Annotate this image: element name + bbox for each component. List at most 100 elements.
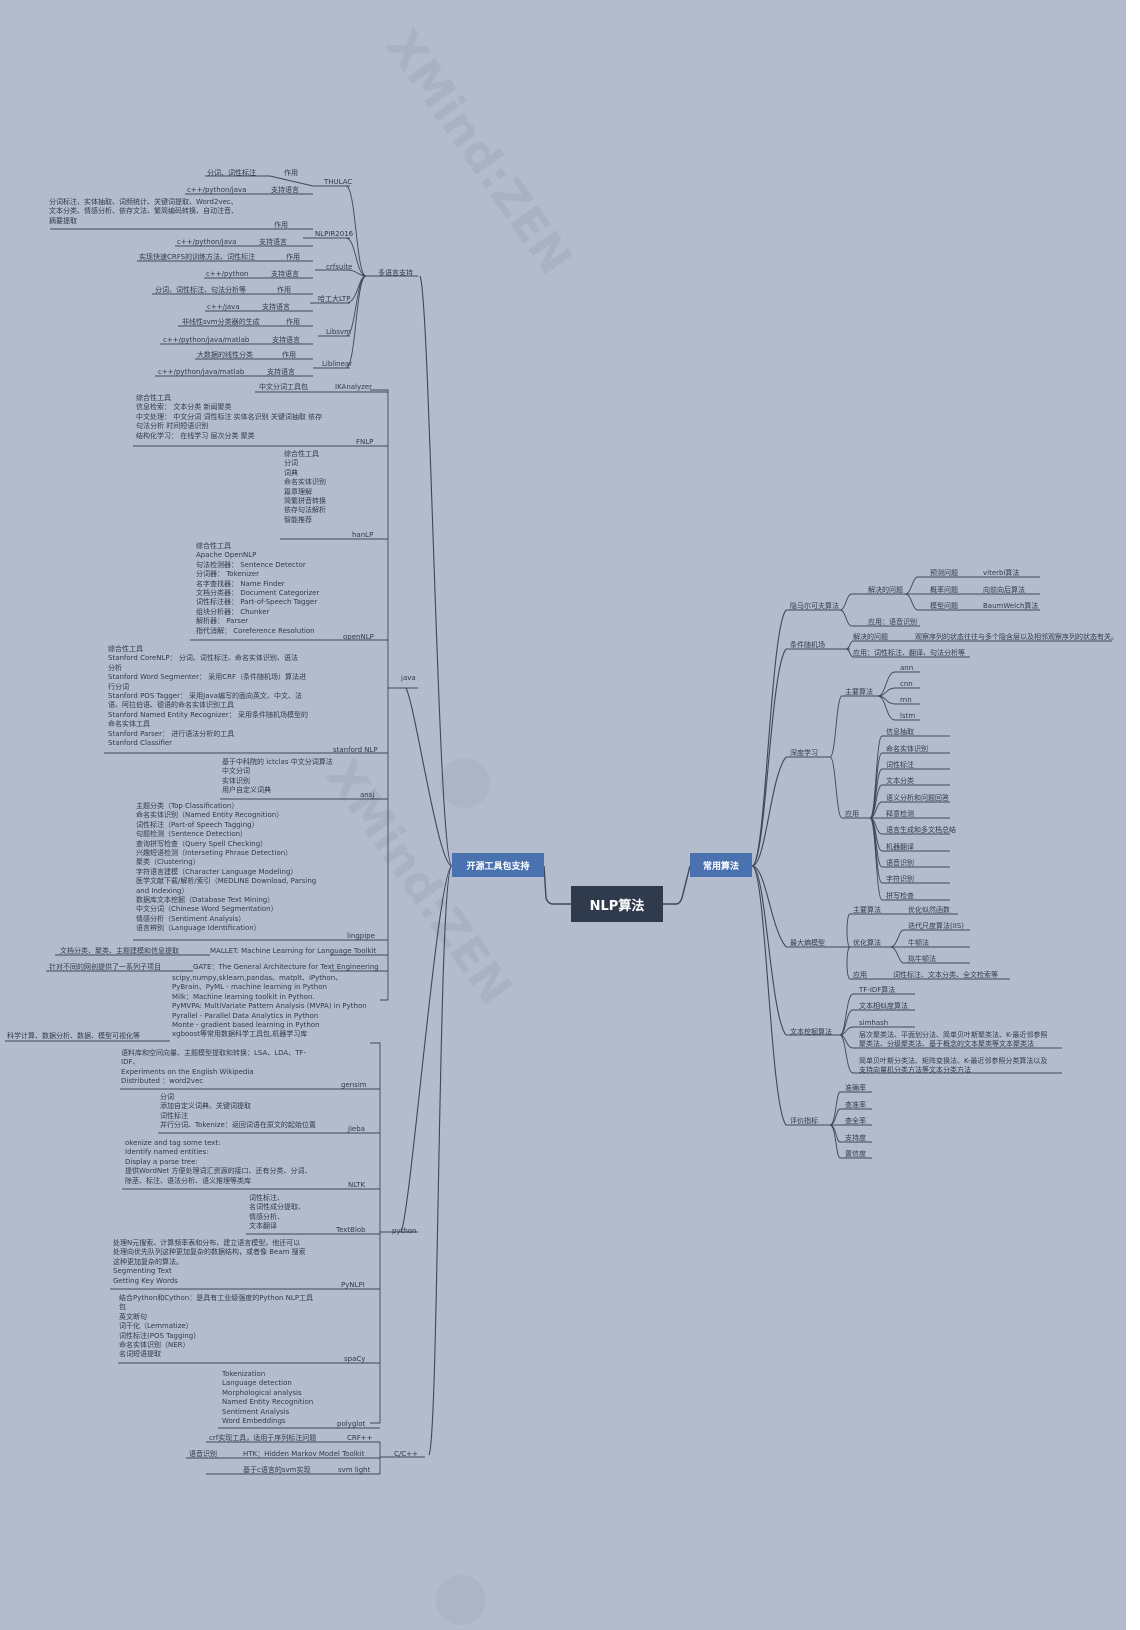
topic-node[interactable]: 语言生成和多文档总结 bbox=[886, 826, 956, 834]
topic-node[interactable]: TF-IDF算法 bbox=[859, 986, 896, 994]
topic-node[interactable]: 基于中科院的 ictclas 中文分词算法中文分词实体识别用户自定义词典 bbox=[222, 758, 333, 795]
topic-node[interactable]: 概率问题 bbox=[930, 586, 958, 594]
topic-node[interactable]: 针对不同的网创提供了一系列子项目 bbox=[49, 963, 161, 971]
topic-node[interactable]: jieba bbox=[348, 1125, 365, 1133]
topic-node[interactable]: 文本分类 bbox=[886, 777, 914, 785]
topic-node[interactable]: 基于c语言的svm实现 bbox=[243, 1466, 311, 1474]
topic-node[interactable]: 信息抽取 bbox=[886, 728, 914, 736]
topic-node[interactable]: lstm bbox=[900, 712, 916, 720]
topic-node[interactable]: 分词、词性标注 bbox=[207, 169, 256, 177]
topic-node[interactable]: okenize and tag some text:Identify named… bbox=[125, 1139, 312, 1185]
topic-node[interactable]: c++/python/java bbox=[187, 186, 247, 194]
topic-node[interactable]: FNLP bbox=[356, 438, 374, 446]
topic-node[interactable]: 语音识别 bbox=[189, 1450, 217, 1458]
topic-node[interactable]: 解决的问题 bbox=[853, 633, 888, 641]
topic-node[interactable]: rnn bbox=[900, 696, 912, 704]
topic-node[interactable]: CRF++ bbox=[347, 1434, 373, 1442]
topic-node[interactable]: 应用 bbox=[845, 810, 859, 818]
topic-node[interactable]: 条件随机场 bbox=[790, 641, 825, 649]
topic-node[interactable]: 迭代尺度算法(IIS) bbox=[908, 922, 965, 930]
topic-node[interactable]: 主要算法 bbox=[853, 906, 881, 914]
topic-node[interactable]: 分词添加自定义词典、关键词提取词性标注并行分词、Tokenize：返回词语在原文… bbox=[160, 1093, 316, 1130]
topic-node[interactable]: openNLP bbox=[343, 633, 374, 641]
topic-node[interactable]: 优化似然函数 bbox=[908, 906, 950, 914]
topic-node[interactable]: 释意检测 bbox=[886, 810, 914, 818]
topic-node[interactable]: 结合Python和Cython：是具有工业级强度的Python NLP工具包英文… bbox=[119, 1294, 314, 1359]
topic-node[interactable]: cnn bbox=[900, 680, 913, 688]
topic-node[interactable]: 词性标注 bbox=[886, 761, 914, 769]
topic-node[interactable]: 隐马尔可夫算法 bbox=[790, 602, 839, 610]
topic-node[interactable]: 准确率 bbox=[845, 1084, 866, 1092]
topic-node[interactable]: 中文分词工具包 bbox=[259, 383, 308, 391]
root-topic[interactable]: NLP算法 bbox=[571, 886, 663, 922]
topic-node[interactable]: ann bbox=[900, 664, 914, 672]
topic-node[interactable]: 处理N元搜索、计算频率表和分布、建立语言模型。他还可以处理向优先队列这种更加复杂… bbox=[113, 1239, 306, 1285]
topic-node[interactable]: NLTK bbox=[348, 1181, 366, 1189]
topic-node[interactable]: svm light bbox=[338, 1466, 371, 1474]
topic-node[interactable]: 主要算法 bbox=[845, 688, 873, 696]
topic-node[interactable]: HTK：Hidden Markov Model Toolkit bbox=[243, 1450, 365, 1458]
topic-node[interactable]: spaCy bbox=[344, 1355, 366, 1363]
topic-node[interactable]: 作用 bbox=[284, 169, 298, 177]
topic-node[interactable]: C/C++ bbox=[394, 1450, 418, 1458]
topic-node[interactable]: 作用 bbox=[282, 351, 296, 359]
topic-node[interactable]: 层次聚类法、平面划分法、简单贝叶斯聚类法、K-最近邻参照聚类法、分级聚类法、基于… bbox=[859, 1031, 1048, 1049]
topic-node[interactable]: MALLET: Machine Learning for Language To… bbox=[210, 947, 377, 955]
topic-node[interactable]: python bbox=[392, 1227, 417, 1235]
topic-node[interactable]: 深度学习 bbox=[790, 749, 818, 757]
topic-node[interactable]: 机器翻译 bbox=[886, 843, 914, 851]
topic-node[interactable]: scipy,numpy,sklearn,pandas、matplt、iPytho… bbox=[172, 974, 367, 1039]
topic-node[interactable]: 词性标注、名词性成分提取、情感分析、文本翻译 bbox=[249, 1194, 305, 1231]
topic-node[interactable]: 拼写检查 bbox=[886, 892, 914, 900]
topic-node[interactable]: 优化算法 bbox=[853, 939, 881, 947]
topic-node[interactable]: ansj bbox=[360, 791, 375, 799]
topic-node[interactable]: 观察序列的状态往往与多个隐含层以及相邻观察序列的状态有关。 bbox=[915, 633, 1118, 641]
topic-node[interactable]: GATE：The General Architecture for Text E… bbox=[193, 963, 379, 971]
topic-node[interactable]: 拟牛顿法 bbox=[908, 955, 936, 963]
topic-node[interactable]: TextBlob bbox=[336, 1226, 366, 1234]
topic-node[interactable]: java bbox=[401, 674, 416, 682]
topic-node[interactable]: 应用 bbox=[853, 971, 867, 979]
topic-node[interactable]: 实现快速CRFS的训练方法、词性标注 bbox=[139, 253, 256, 261]
topic-node[interactable]: IKAnalyzer bbox=[335, 383, 372, 391]
topic-node[interactable]: 向前向后算法 bbox=[983, 586, 1025, 594]
topic-node[interactable]: 应用：词性标注、翻译、句法分析等 bbox=[853, 649, 965, 657]
topic-node[interactable]: c++/python/java bbox=[177, 238, 237, 246]
topic-node[interactable]: 综合性工具信息检索： 文本分类 新闻聚类中文处理： 中文分词 词性标注 实体名识… bbox=[136, 394, 323, 440]
topic-node[interactable]: c++/python/java/matlab bbox=[158, 368, 245, 376]
topic-node[interactable]: 综合性工具分词词典命名实体识别篇章理解简繁拼音转换依存句法解析智能推荐 bbox=[284, 450, 326, 524]
topic-node[interactable]: 支持度 bbox=[845, 1134, 866, 1142]
topic-node[interactable]: 查准率 bbox=[845, 1101, 866, 1109]
topic-node[interactable]: THULAC bbox=[324, 178, 353, 186]
topic-node[interactable]: 主题分类（Top Classification）命名实体识别（Named Ent… bbox=[136, 802, 317, 933]
topic-node[interactable]: 置信度 bbox=[845, 1150, 866, 1158]
topic-node[interactable]: 简单贝叶斯分类法、矩阵变换法、K-最近邻参照分类算法以及支持向量机分类方法等文本… bbox=[859, 1057, 1048, 1075]
topic-node[interactable]: 多语言支持 bbox=[378, 269, 413, 277]
topic-node[interactable]: 分词、词性标注、句法分析等 bbox=[155, 286, 246, 294]
topic-node[interactable]: 最大熵模型 bbox=[790, 939, 825, 947]
topic-node[interactable]: 支持语言 bbox=[272, 336, 300, 344]
topic-node[interactable]: 大数据的线性分类 bbox=[197, 351, 253, 359]
topic-node[interactable]: 牛顿法 bbox=[908, 939, 929, 947]
topic-node[interactable]: hanLP bbox=[352, 531, 374, 539]
topic-node[interactable]: 作用 bbox=[277, 286, 291, 294]
topic-node[interactable]: 支持语言 bbox=[271, 186, 299, 194]
topic-node[interactable]: 词性标注、文本分类、全文检索等 bbox=[893, 971, 998, 979]
topic-node[interactable]: 分词标注、实体抽取、词频统计、关键词提取、Word2vec、文本分类、情感分析、… bbox=[49, 198, 238, 225]
topic-node[interactable]: viterbi算法 bbox=[983, 569, 1020, 577]
topic-node[interactable]: 文本挖掘算法 bbox=[790, 1028, 832, 1036]
topic-node[interactable]: 评价指标 bbox=[790, 1117, 818, 1125]
topic-node[interactable]: 哈工大LTP bbox=[318, 295, 351, 303]
left-main-topic[interactable]: 开源工具包支持 bbox=[452, 853, 544, 877]
topic-node[interactable]: 支持语言 bbox=[271, 270, 299, 278]
topic-node[interactable]: 命名实体识别 bbox=[886, 745, 928, 753]
topic-node[interactable]: 模型问题 bbox=[930, 602, 958, 610]
topic-node[interactable]: 文档分类、聚类、主题建模和信息提取 bbox=[60, 947, 179, 955]
topic-node[interactable]: crf实现工具，适用于序列标注问题 bbox=[209, 1434, 317, 1442]
topic-node[interactable]: crfsuite bbox=[326, 263, 353, 271]
topic-node[interactable]: 应用：语音识别 bbox=[868, 618, 917, 626]
topic-node[interactable]: 作用 bbox=[286, 253, 300, 261]
